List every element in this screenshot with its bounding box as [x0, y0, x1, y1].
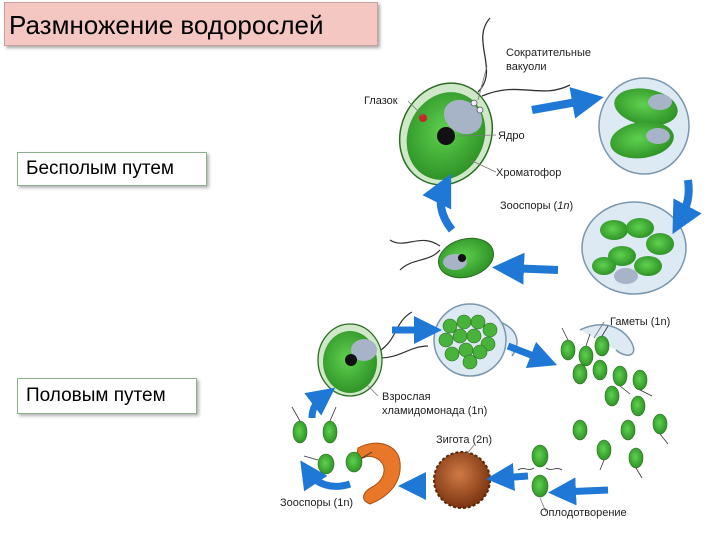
zoospore [608, 246, 636, 266]
leader-line [465, 444, 475, 456]
adult-cell-sexual [317, 311, 429, 397]
zoospores-sexual [291, 406, 373, 475]
nucleus [458, 254, 466, 262]
cytoplasm-clear [648, 94, 672, 110]
fusing-gametes [517, 444, 563, 498]
leader-line [477, 65, 488, 101]
cycle-arrow [506, 341, 558, 368]
cycle-arrow [422, 173, 456, 233]
zoosporangium [581, 201, 687, 295]
gamete [531, 474, 549, 498]
cytoplasm-clear [614, 268, 638, 284]
flagellum [477, 17, 491, 93]
zygote-cell [433, 451, 491, 509]
cycle-arrow [492, 252, 559, 285]
sexual-reproduction-label: Половым путем [17, 378, 197, 414]
nucleus [345, 354, 357, 366]
adult-cell-large [398, 17, 571, 186]
zoospore [600, 220, 628, 240]
leader-line [469, 159, 497, 173]
cycle-arrow [486, 463, 529, 491]
eyespot-label: Глазок [364, 95, 398, 107]
zoospore [646, 233, 674, 255]
contractile-vacuoles-label-2: вакуоли [506, 61, 547, 73]
cycle-arrow [531, 87, 604, 119]
gametes-label: Гаметы (1n) [610, 316, 670, 328]
gametes-group [560, 324, 669, 479]
page-title: Размножение водорослей [4, 2, 378, 46]
zoospores-asexual-label: Зооспоры (1n) [500, 200, 573, 212]
leader-line [539, 497, 547, 513]
flagellum [379, 345, 429, 359]
zygote [433, 451, 491, 509]
cycle-arrow [548, 477, 609, 506]
adult-cell-label: Взрослая [382, 391, 431, 403]
eyespot [419, 114, 427, 122]
orange-cell [355, 442, 401, 505]
cytoplasm-clear [443, 99, 483, 135]
nucleus [437, 127, 455, 145]
leader-line [365, 383, 379, 397]
released-zoospore [389, 237, 494, 279]
leader-line [455, 134, 497, 137]
dividing-cell-two [598, 77, 690, 175]
leader-line [593, 321, 605, 339]
zoospore [634, 256, 662, 276]
adult-cell-label-2: хламидомонада (1n) [382, 405, 487, 417]
fertilization-label: Оплодотворение [540, 507, 627, 519]
gamete [531, 444, 549, 468]
contractile-vacuoles-label: Сократительные [506, 47, 591, 59]
zygote-label: Зигота (2n) [436, 434, 492, 446]
flagellum [399, 249, 441, 271]
nucleus-label: Ядро [498, 130, 525, 142]
flagellum [389, 239, 441, 247]
meiosis-cell [355, 442, 401, 505]
zoospore [592, 257, 616, 275]
cycle-arrow [672, 179, 702, 235]
cycle-arrow [300, 460, 352, 492]
zoospores-sexual-label: Зооспоры (1n) [280, 497, 353, 509]
leader-line [407, 100, 424, 117]
chromatophore-label: Хроматофор [496, 167, 561, 179]
cytoplasm-clear [646, 128, 670, 144]
cytoplasm-clear [351, 339, 377, 361]
asexual-reproduction-label: Бесполым путем [17, 152, 207, 186]
zoospore [626, 218, 654, 238]
flagellum [517, 467, 563, 471]
contractile-vacuole [470, 99, 478, 107]
cycle-arrow [304, 387, 336, 419]
contractile-vacuole [476, 106, 484, 114]
flagellum [481, 84, 571, 97]
gametangium [433, 303, 518, 377]
